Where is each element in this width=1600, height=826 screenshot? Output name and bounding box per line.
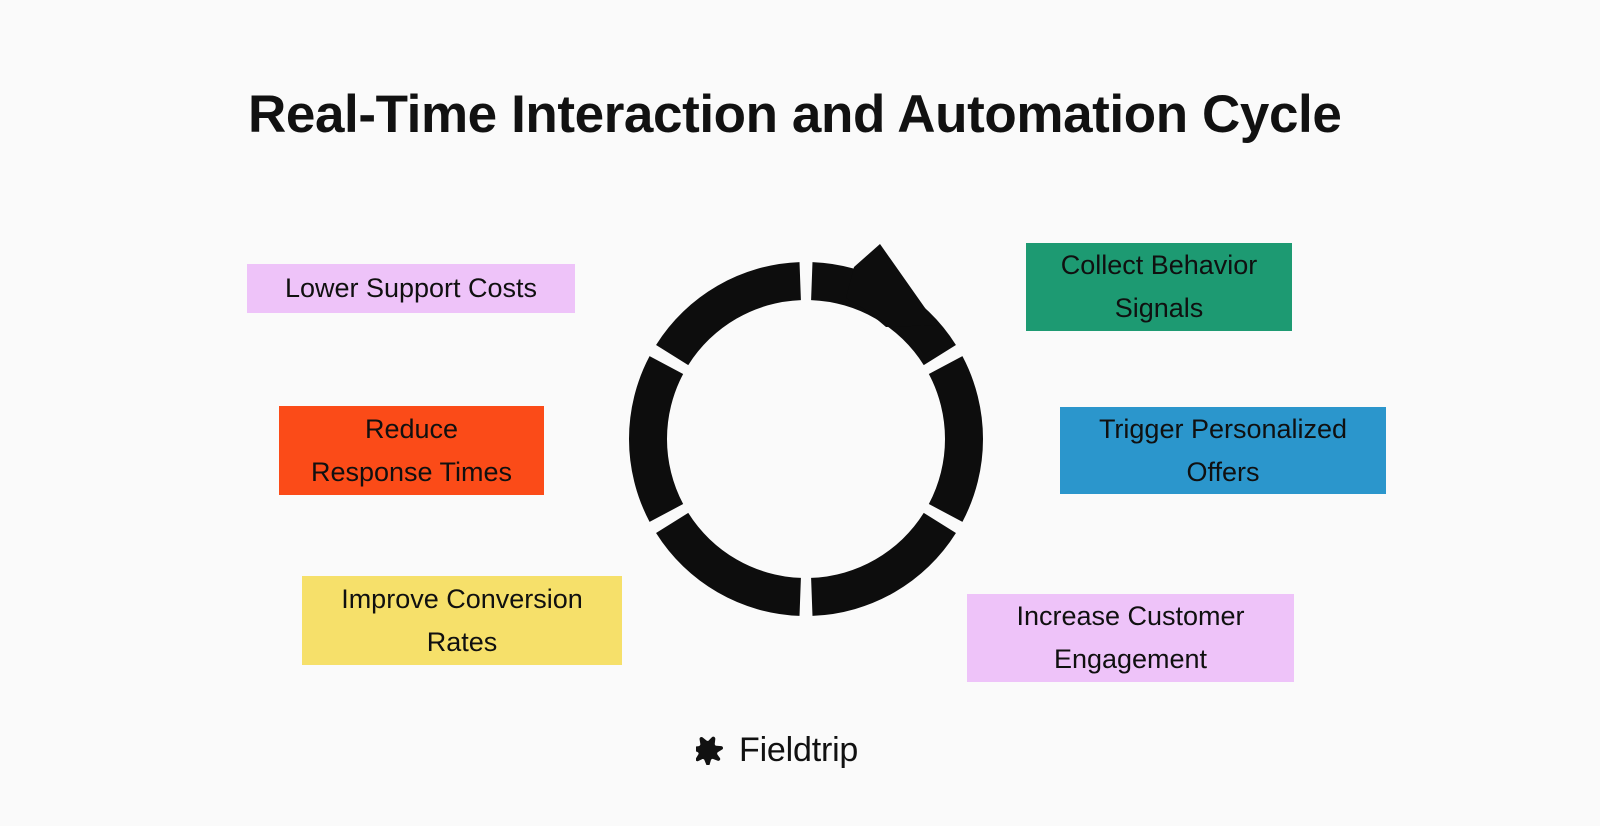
label-chip-collect-behavior-signals[interactable]: Collect Behavior Signals (1026, 243, 1292, 331)
ring-segment (656, 512, 801, 616)
ring-segment (928, 356, 983, 522)
label-chip-text: Reduce Response Times (310, 413, 513, 487)
page-title: Real-Time Interaction and Automation Cyc… (248, 85, 1342, 144)
label-chip-improve-conversion-rates[interactable]: Improve Conversion Rates (302, 576, 622, 665)
cycle-diagram (596, 228, 1016, 648)
label-chip-text: Collect Behavior Signals (1060, 250, 1258, 323)
ring-segment (629, 356, 684, 522)
label-chip-text: Improve Conversion Rates (341, 583, 583, 657)
label-chip-lower-support-costs[interactable]: Lower Support Costs (247, 264, 575, 313)
footer-brand: Fieldtrip (696, 727, 858, 773)
cycle-arrow-icon (846, 244, 937, 327)
ring-segments (629, 262, 983, 616)
label-chip-text: Lower Support Costs (284, 273, 538, 303)
brand-name-label: Fieldtrip (739, 731, 859, 769)
ring-segment (811, 512, 956, 616)
cycle-ring-svg (629, 244, 983, 616)
label-chip-increase-customer-engagement[interactable]: Increase Customer Engagement (967, 594, 1294, 682)
label-chip-text: Trigger Personalized Offers (1098, 413, 1348, 487)
label-chip-trigger-personalized-offers[interactable]: Trigger Personalized Offers (1060, 407, 1386, 494)
star-blob-icon (696, 736, 724, 765)
label-chip-text: Increase Customer Engagement (1016, 601, 1245, 674)
label-chip-reduce-response-times[interactable]: Reduce Response Times (279, 406, 544, 495)
ring-segment (656, 262, 801, 366)
